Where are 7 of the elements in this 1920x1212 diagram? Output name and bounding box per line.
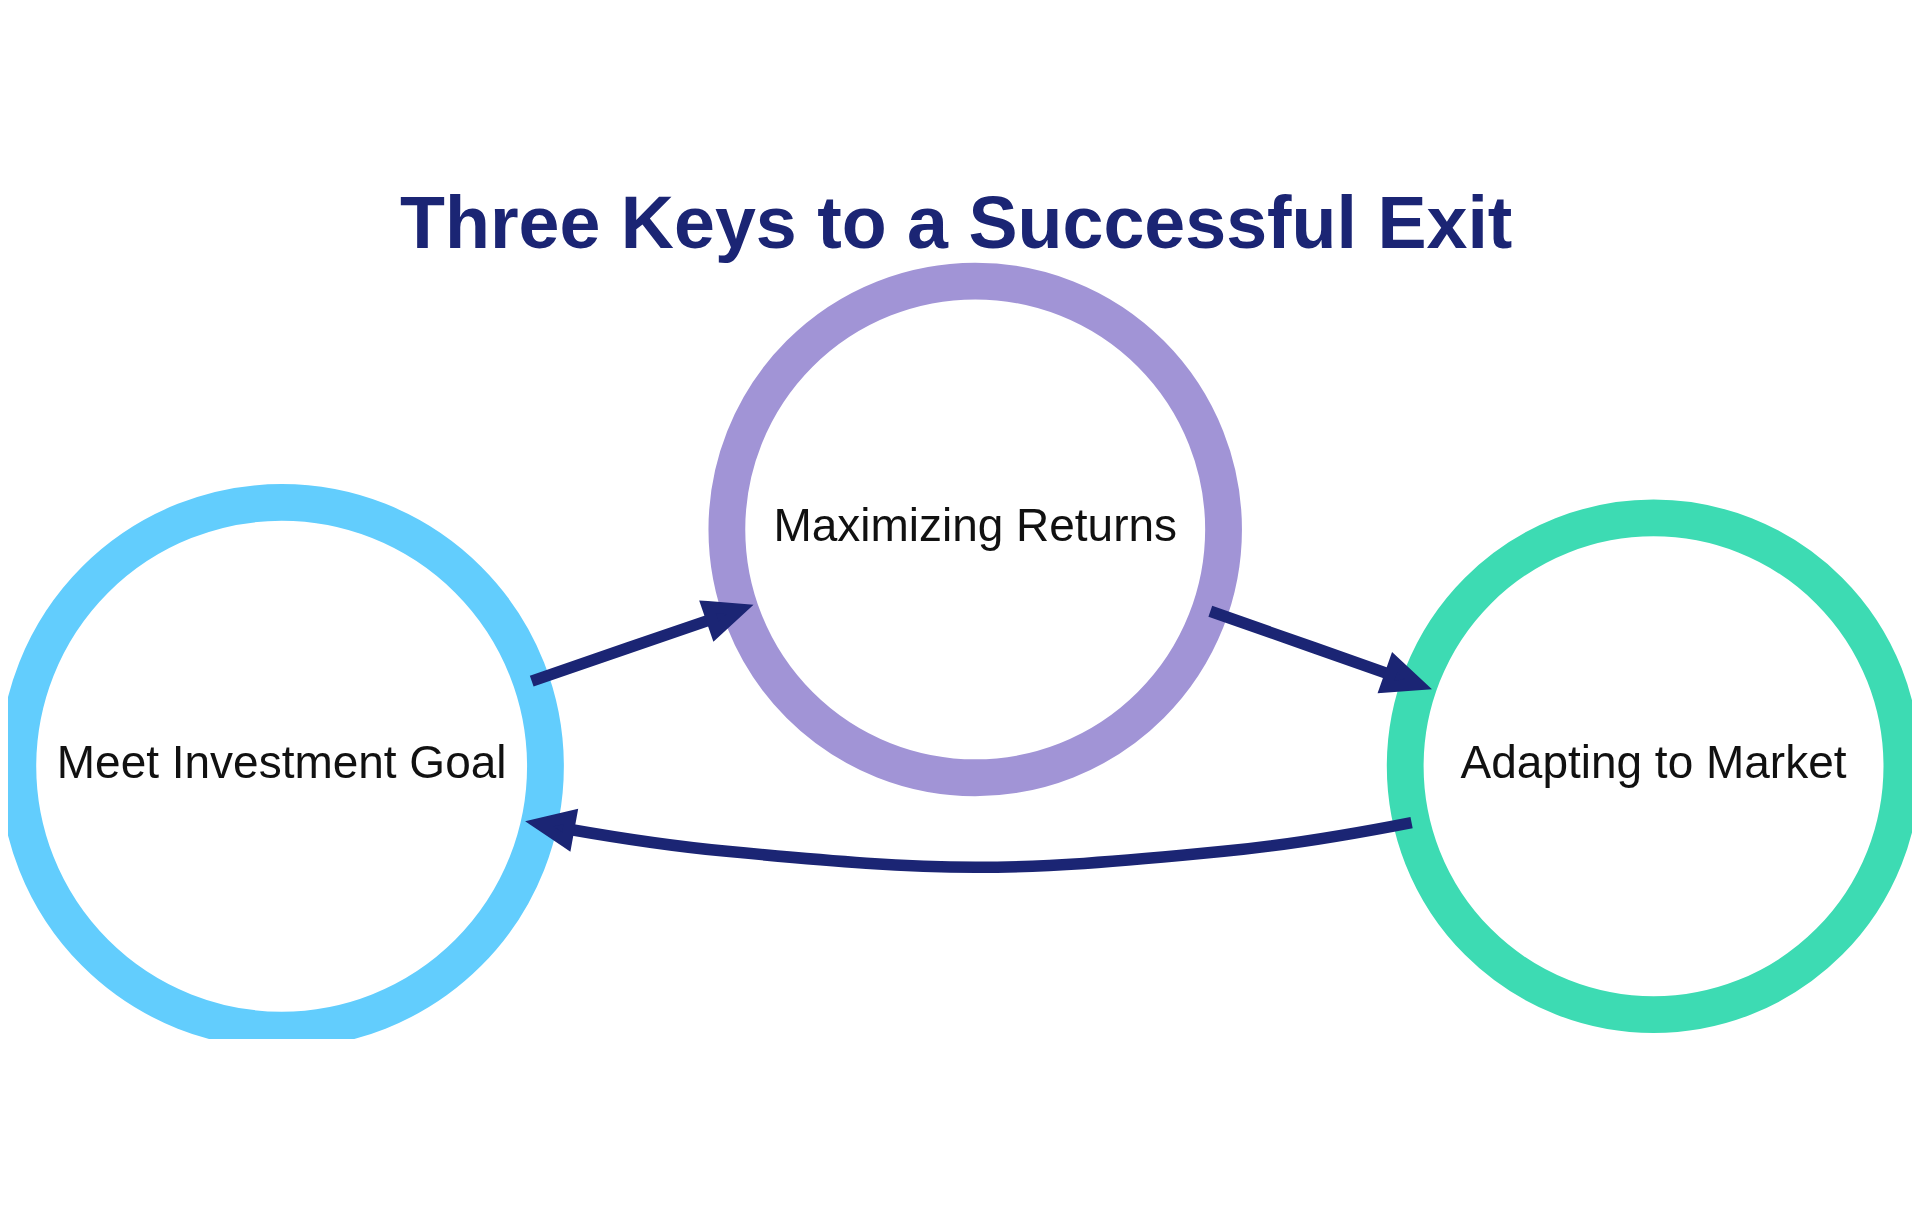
node-circle: Maximizing Returns [708,262,1242,797]
node-circle: Adapting to Market [1386,499,1912,1033]
arrow [529,600,754,687]
diagram-title: Three Keys to a Successful Exit [400,180,1513,264]
arrow [1208,605,1432,694]
node-circle: Meet Investment Goal [8,484,564,1039]
arrow [525,808,1413,873]
